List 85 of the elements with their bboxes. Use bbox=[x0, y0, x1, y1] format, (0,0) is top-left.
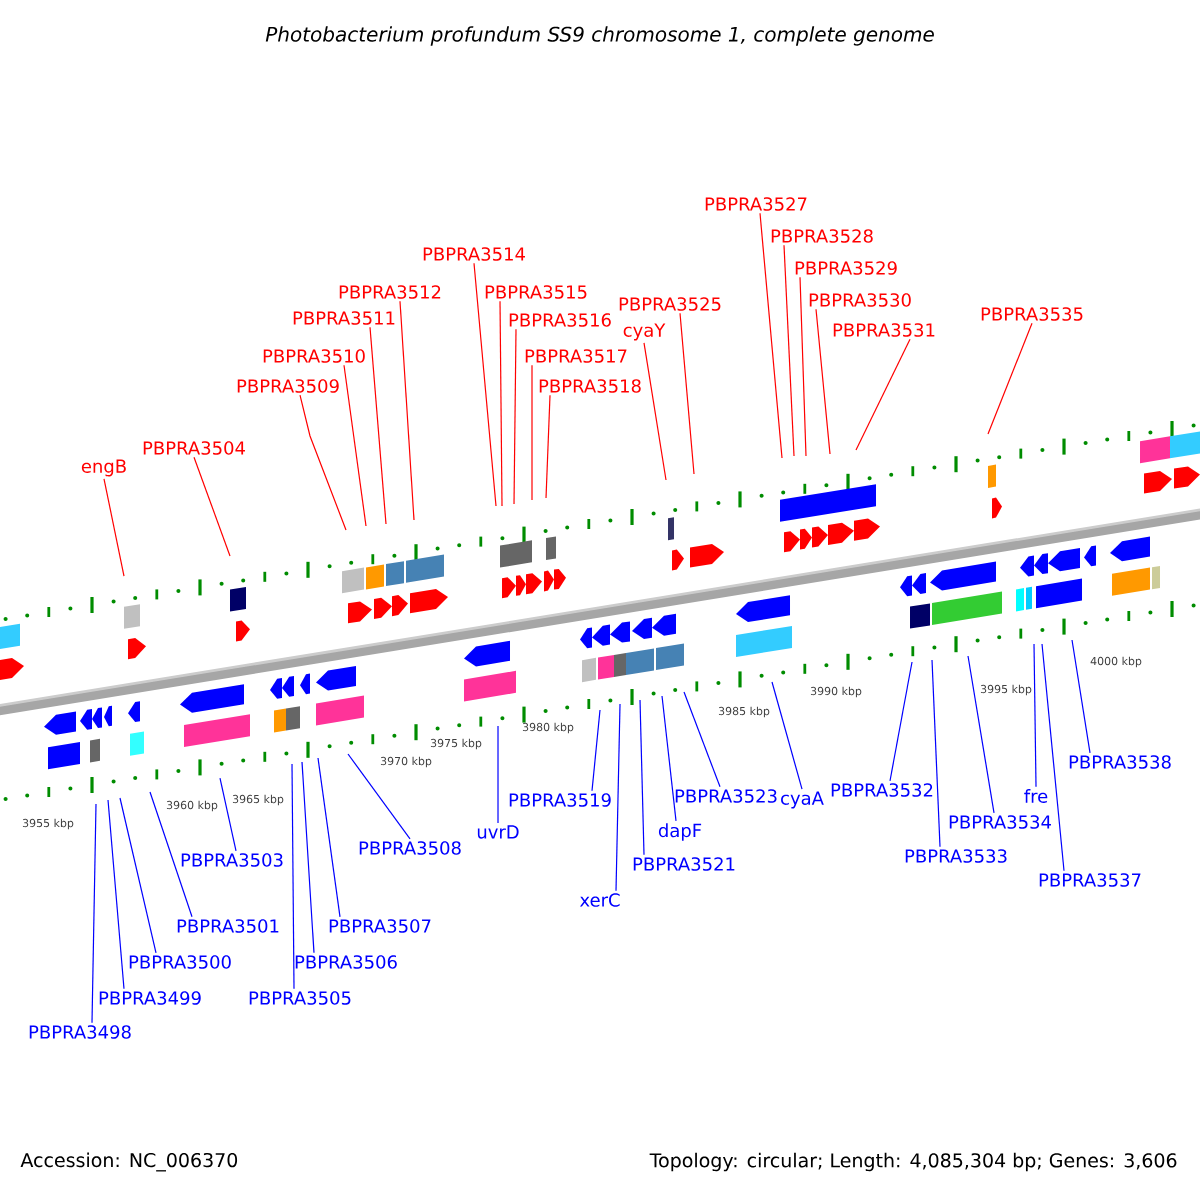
gene-label: PBPRA3500 bbox=[129, 955, 231, 969]
gene-label: PBPRA3512 bbox=[339, 285, 441, 299]
leader-line bbox=[299, 394, 347, 531]
gene-label: PBPRA3510 bbox=[263, 349, 365, 363]
leader-line bbox=[91, 803, 97, 1024]
leader-line bbox=[987, 322, 1033, 435]
footer-text: Accession: NC_006370 bbox=[20, 1152, 238, 1172]
leader-line bbox=[855, 338, 911, 451]
leader-line bbox=[545, 394, 551, 499]
leader-line bbox=[815, 308, 831, 455]
leader-line bbox=[219, 777, 237, 852]
gene-label: PBPRA3538 bbox=[1069, 755, 1171, 769]
leader-line bbox=[473, 262, 497, 507]
leader-line bbox=[499, 300, 503, 507]
gene-label: PBPRA3532 bbox=[831, 783, 933, 797]
leader-line bbox=[497, 725, 499, 824]
gene-label: PBPRA3507 bbox=[329, 919, 431, 933]
gene-label: cyaA bbox=[781, 791, 824, 809]
leader-line bbox=[591, 709, 601, 792]
leader-line bbox=[889, 661, 913, 782]
gene-label: PBPRA3503 bbox=[181, 853, 283, 867]
leader-line bbox=[1041, 643, 1065, 872]
leader-line bbox=[317, 757, 341, 918]
gene-label: xerC bbox=[579, 893, 620, 907]
gene-label: PBPRA3534 bbox=[949, 815, 1051, 829]
leader-line bbox=[301, 761, 315, 954]
gene-label: PBPRA3530 bbox=[809, 293, 911, 307]
leader-line bbox=[193, 456, 231, 557]
gene-label: PBPRA3527 bbox=[705, 197, 807, 211]
leader-line bbox=[347, 753, 411, 840]
gene-label: PBPRA3533 bbox=[905, 849, 1007, 863]
leader-line bbox=[513, 328, 517, 505]
gene-label: cyaY bbox=[623, 323, 666, 341]
leader-line bbox=[291, 763, 295, 990]
gene-label: PBPRA3505 bbox=[249, 991, 351, 1005]
gene-label: PBPRA3537 bbox=[1039, 873, 1141, 887]
gene-label: PBPRA3531 bbox=[833, 323, 935, 337]
gene-label: uvrD bbox=[477, 825, 519, 839]
gene-label: PBPRA3516 bbox=[509, 313, 611, 327]
leader-line bbox=[683, 691, 721, 788]
leader-line bbox=[343, 364, 367, 527]
gene-label: PBPRA3529 bbox=[795, 261, 897, 275]
gene-label: PBPRA3523 bbox=[675, 789, 777, 803]
leader-line bbox=[783, 244, 795, 457]
leader-line bbox=[107, 799, 125, 990]
gene-label: PBPRA3506 bbox=[295, 955, 397, 969]
gene-label: PBPRA3521 bbox=[633, 857, 735, 871]
leader-line bbox=[1033, 643, 1037, 788]
gene-label: PBPRA3499 bbox=[99, 991, 201, 1005]
gene-label: PBPRA3504 bbox=[143, 441, 245, 455]
gene-label: engB bbox=[81, 459, 126, 477]
leader-line bbox=[149, 791, 193, 918]
gene-label: PBPRA3517 bbox=[525, 349, 627, 363]
gene-label: PBPRA3509 bbox=[237, 379, 339, 393]
leader-line bbox=[643, 342, 667, 481]
gene-label: PBPRA3525 bbox=[619, 297, 721, 311]
leader-line bbox=[615, 703, 621, 892]
leader-line bbox=[771, 681, 803, 790]
gene-label: PBPRA3519 bbox=[509, 793, 611, 807]
gene-label: PBPRA3515 bbox=[485, 285, 587, 299]
gene-label: PBPRA3501 bbox=[177, 919, 279, 933]
footer-text: Topology: circular; Length: 4,085,304 bp; Genes: 3,606 bbox=[649, 1152, 1177, 1172]
leader-line bbox=[799, 276, 807, 457]
gene-label: PBPRA3528 bbox=[771, 229, 873, 243]
gene-label: PBPRA3511 bbox=[293, 311, 395, 325]
gene-label: dapF bbox=[658, 823, 702, 841]
leader-line bbox=[639, 699, 645, 856]
leader-line bbox=[661, 695, 677, 822]
leader-line bbox=[119, 797, 157, 954]
leader-line bbox=[369, 326, 387, 525]
leader-line bbox=[1071, 639, 1091, 754]
title: Photobacterium profundum SS9 chromosome 1, complete genome bbox=[265, 26, 934, 46]
gene-label: PBPRA3518 bbox=[539, 379, 641, 393]
leader-line bbox=[103, 478, 125, 577]
leader-line bbox=[967, 655, 995, 814]
leader-line bbox=[759, 212, 783, 459]
gene-label: PBPRA3535 bbox=[981, 307, 1083, 321]
leader-line bbox=[531, 364, 533, 501]
leader-line bbox=[679, 312, 695, 475]
gene-label: PBPRA3498 bbox=[29, 1025, 131, 1039]
leader-line bbox=[399, 300, 415, 521]
leader-line bbox=[931, 659, 941, 848]
gene-label: fre bbox=[1024, 789, 1048, 803]
gene-label: PBPRA3514 bbox=[423, 247, 525, 261]
gene-label: PBPRA3508 bbox=[359, 841, 461, 855]
